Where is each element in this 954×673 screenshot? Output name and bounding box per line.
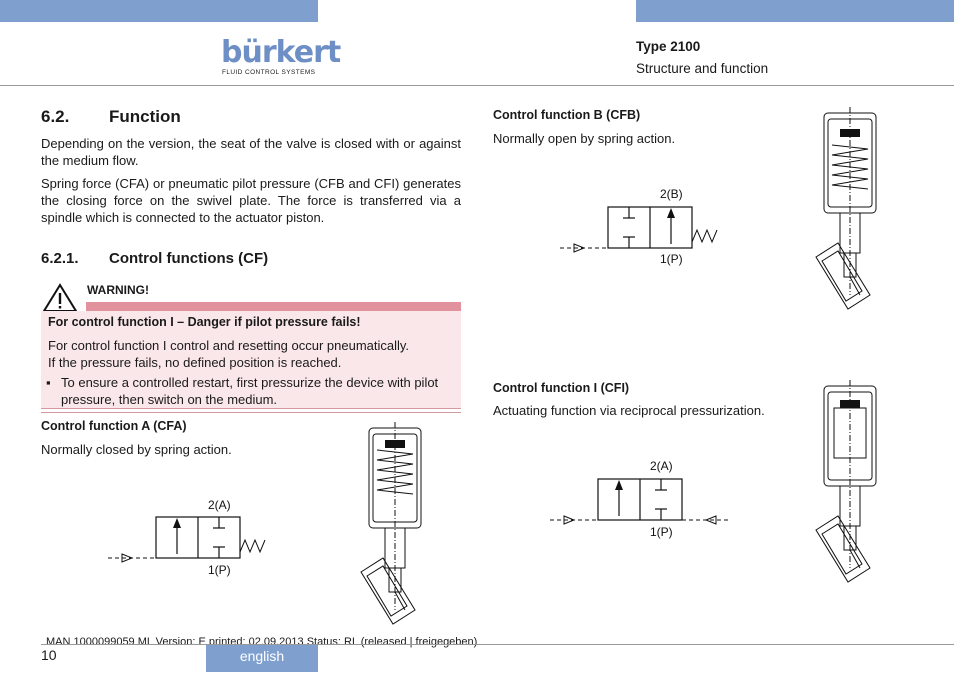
subsection-number: 6.2.1. [41,250,79,267]
warning-triangle-icon [42,283,78,312]
warning-bar [86,302,461,311]
cfb-valve-symbol: 2(B) 1(P) [560,187,718,266]
warning-bottom-rule [41,408,461,413]
cfb-valve-drawing [815,107,877,310]
language-tab: english [206,645,318,672]
warning-box [41,311,461,408]
logo-subtitle: FLUID CONTROL SYSTEMS [222,69,316,76]
cfi-desc: Actuating function via reciprocal pressu… [493,403,765,418]
cfa-port-top: 2(A) [208,498,231,512]
doc-type: Type 2100 [636,39,701,54]
cfa-port-bottom: 1(P) [208,563,231,577]
logo: bürkert [221,35,341,70]
warning-bullet: To ensure a controlled restart, first pr… [61,375,439,407]
cfb-port-top: 2(B) [660,187,683,201]
cfb-port-bottom: 1(P) [660,252,683,266]
section-para-1: Depending on the version, the seat of th… [41,136,461,168]
cfi-valve-drawing [815,380,877,583]
cfb-title: Control function B (CFB) [493,108,641,122]
section-para-2: Spring force (CFA) or pneumatic pilot pr… [41,176,461,225]
header-divider [0,85,954,86]
subsection-title: Control functions (CF) [109,250,269,267]
warning-line-2: If the pressure fails, no defined positi… [48,355,342,370]
cfa-title: Control function A (CFA) [41,419,187,433]
warning-headline: For control function I – Danger if pilot… [48,315,361,329]
footer-doc-info: MAN 1000099059 ML Version: E printed: 02… [46,636,478,648]
cfi-port-bottom: 1(P) [650,525,673,539]
footer-divider [41,644,954,645]
page-number: 10 [41,647,57,663]
warning-line-1: For control function I control and reset… [48,338,410,353]
warning-label: WARNING! [87,283,149,297]
header-bar-left [0,0,318,22]
bullet-icon: ▪ [46,375,51,390]
section-title: Function [109,107,181,126]
cfa-desc: Normally closed by spring action. [41,442,232,457]
cfi-port-top: 2(A) [650,459,673,473]
cfb-desc: Normally open by spring action. [493,131,676,146]
cfi-valve-symbol: 2(A) 1(P) [550,459,730,539]
header-bar-right [636,0,954,22]
cfa-valve-drawing [360,422,422,625]
cfa-valve-symbol: 2(A) 1(P) [108,498,266,577]
section-number: 6.2. [41,107,70,126]
doc-section: Structure and function [636,61,769,76]
cfi-title: Control function I (CFI) [493,381,630,395]
